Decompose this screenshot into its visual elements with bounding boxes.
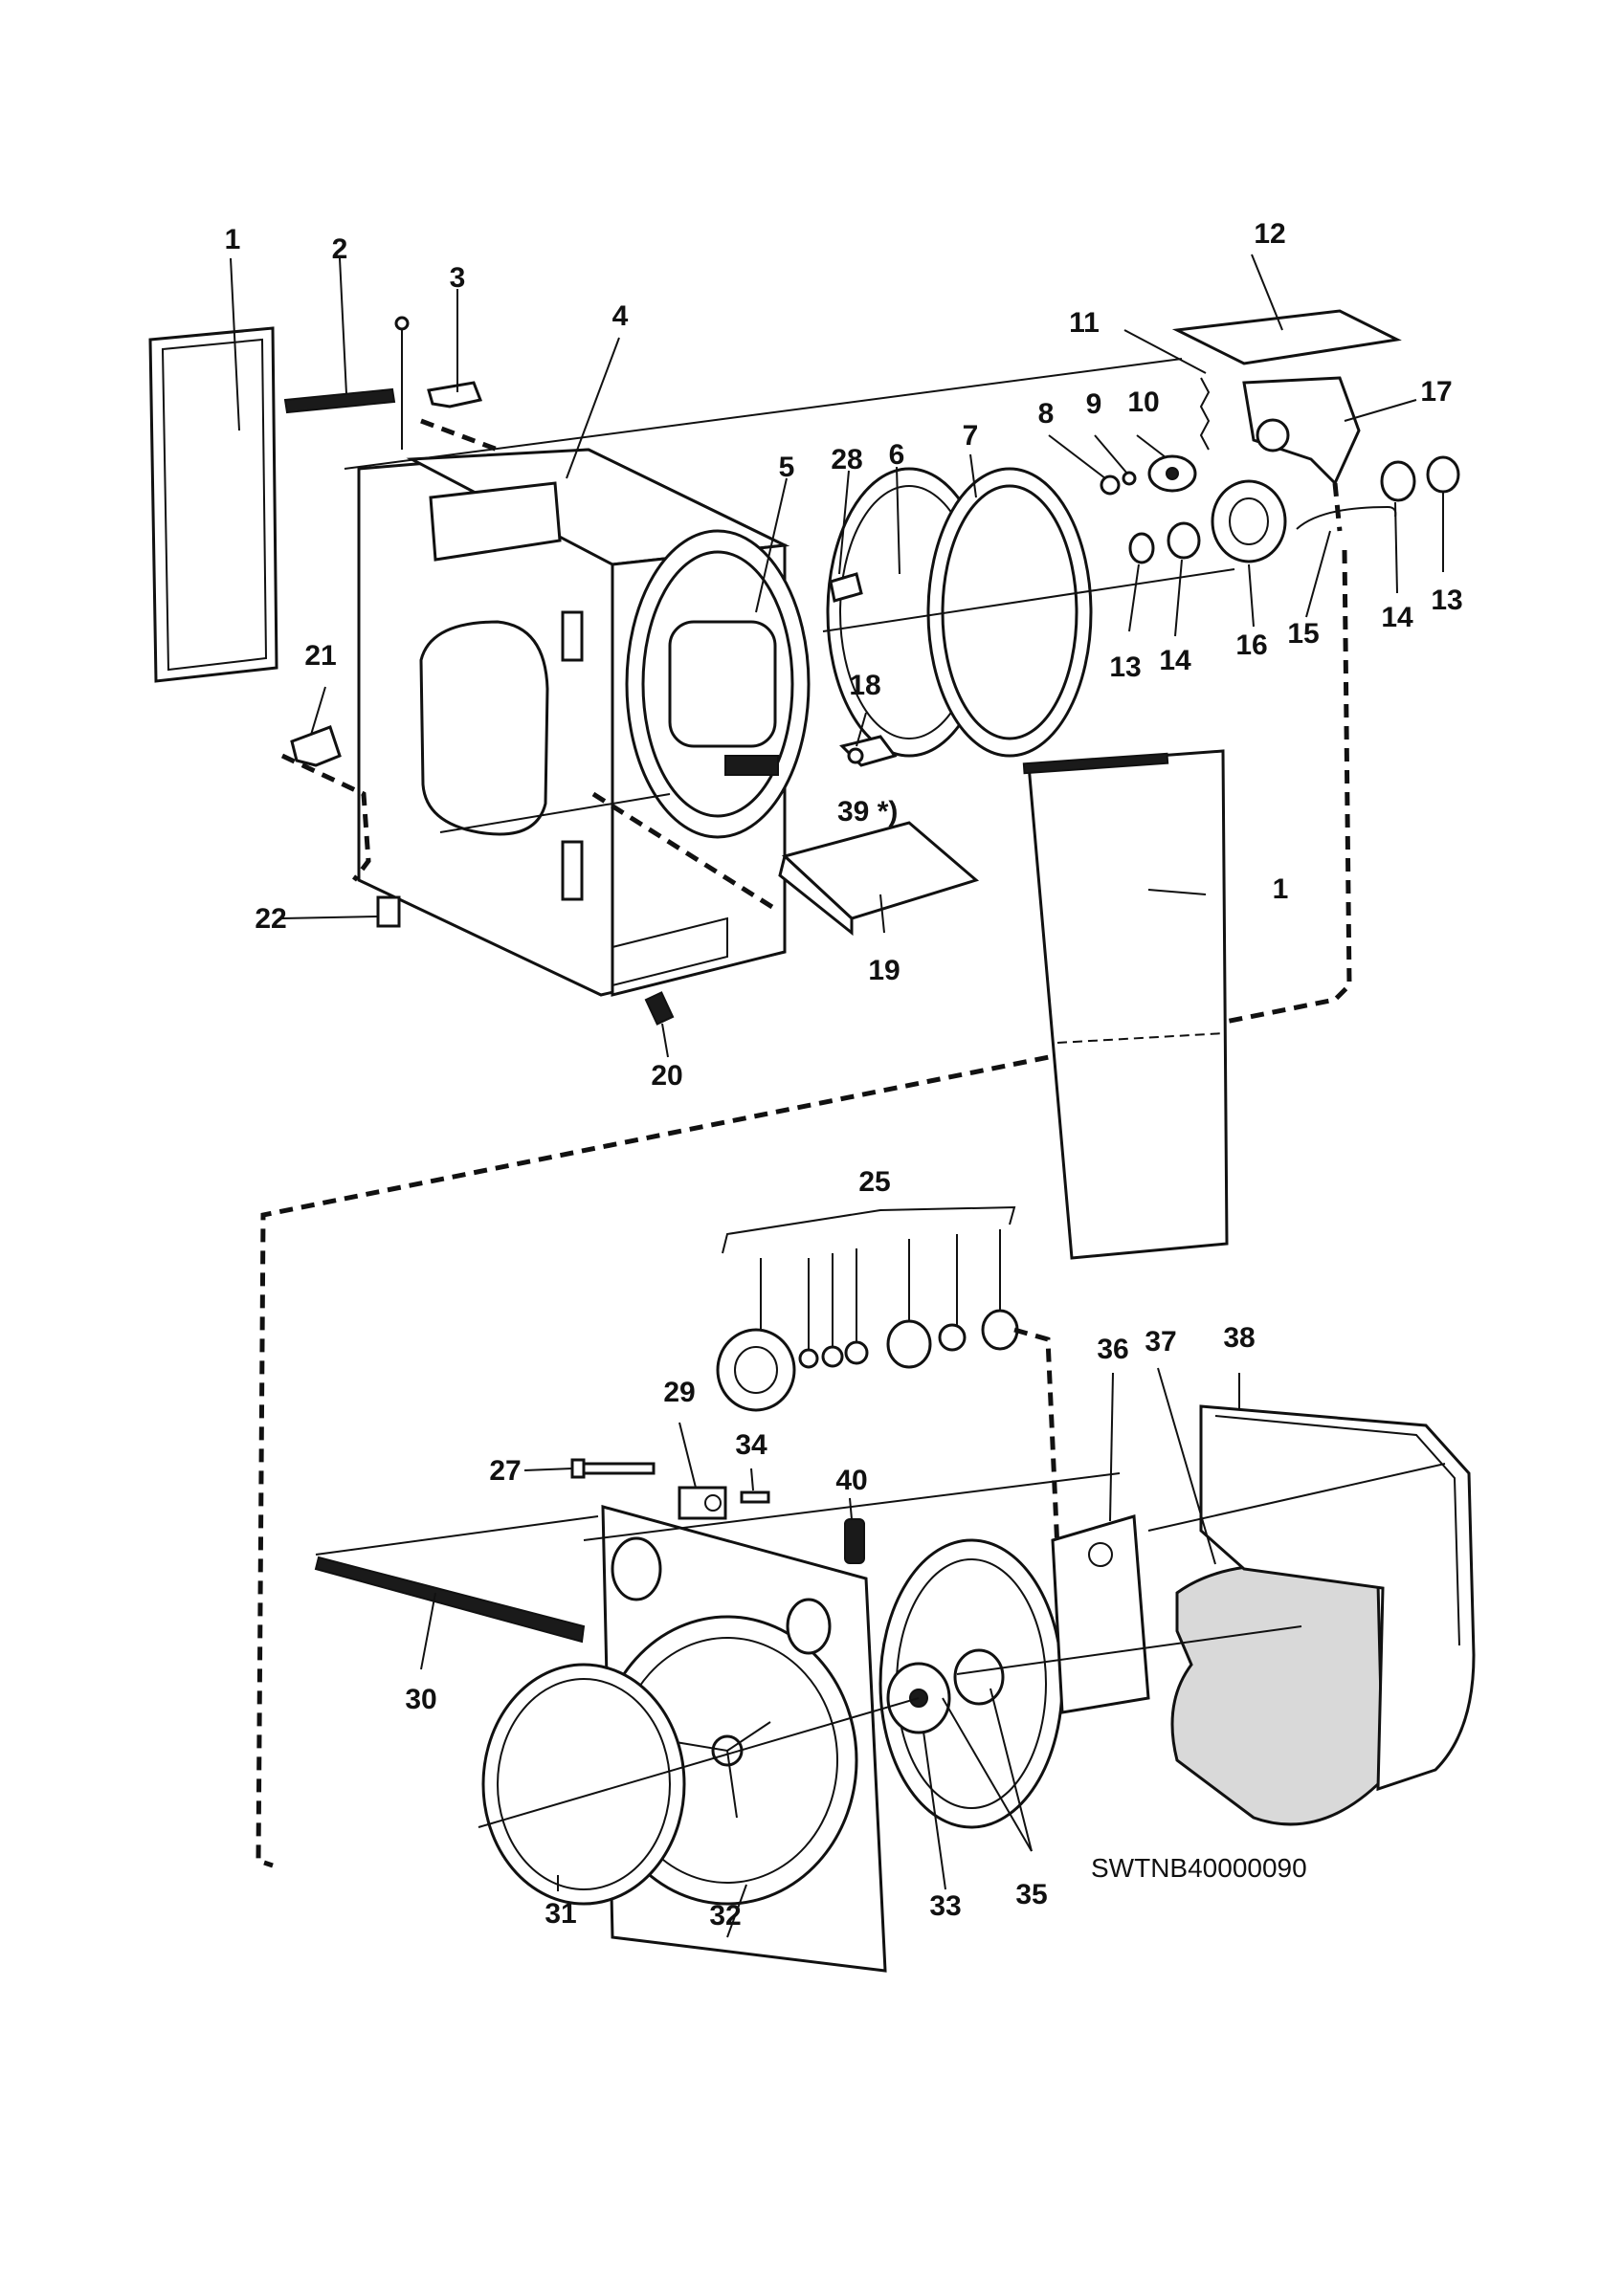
callout-18: 18	[849, 670, 880, 701]
callout-39: 39 *)	[837, 796, 898, 828]
part-washer-9	[1122, 471, 1137, 486]
callout-17: 17	[1420, 376, 1452, 408]
part-hinge-plate	[290, 725, 342, 767]
callout-28: 28	[831, 444, 862, 475]
part-top-plate-12	[1171, 309, 1402, 365]
part-bolt-27	[570, 1458, 656, 1479]
callout-33: 33	[929, 1890, 961, 1922]
callout-25: 25	[858, 1166, 890, 1198]
part-front-ring	[926, 467, 1093, 758]
leader-lines	[230, 254, 1444, 1938]
callout-21: 21	[304, 640, 336, 672]
callout-13-left: 13	[1109, 651, 1141, 683]
part-bearing-13a	[1426, 455, 1460, 494]
callout-27: 27	[489, 1455, 521, 1487]
dashed-guide-bracket	[1332, 482, 1343, 532]
part-side-panel-right	[1022, 749, 1229, 1260]
part-hub-16	[1211, 479, 1287, 563]
callout-10: 10	[1127, 386, 1159, 418]
part-spring-11	[1199, 377, 1211, 451]
part-foot	[376, 895, 401, 928]
part-screw-top	[394, 316, 410, 450]
callout-38: 38	[1223, 1322, 1255, 1354]
part-bracket-36	[1051, 1514, 1150, 1714]
callout-5: 5	[779, 452, 795, 483]
dashed-guide-3	[420, 418, 499, 453]
part-strip-30	[314, 1556, 586, 1644]
callout-16: 16	[1235, 629, 1267, 661]
callout-29: 29	[663, 1377, 695, 1408]
callout-32: 32	[709, 1900, 741, 1932]
dashed-assembly-guide	[256, 549, 1352, 1868]
part-cover-37	[1170, 1563, 1385, 1826]
dashed-guide-fan	[1013, 1327, 1060, 1551]
callout-11: 11	[1069, 307, 1100, 339]
callout-30: 30	[405, 1684, 436, 1715]
callout-labels: 1 2 3 4 5 28 6 7 8 9 10 11 12 17 13 14 1…	[225, 218, 1463, 1932]
part-bearing-13b	[1128, 532, 1155, 564]
callout-12: 12	[1254, 218, 1285, 250]
part-rod	[283, 387, 396, 414]
callout-40: 40	[835, 1465, 867, 1496]
part-tray	[778, 821, 980, 937]
dashed-guide-21	[280, 753, 371, 882]
callout-15: 15	[1287, 618, 1319, 650]
callout-13-right: 13	[1431, 585, 1462, 616]
part-clip	[427, 381, 483, 408]
dashed-guide-19	[591, 791, 777, 912]
callout-19: 19	[868, 955, 900, 986]
callout-1-left: 1	[225, 224, 241, 255]
callout-3: 3	[450, 262, 466, 294]
callout-9: 9	[1086, 388, 1102, 420]
callout-2: 2	[332, 233, 348, 265]
part-side-panel-left	[148, 326, 278, 683]
callout-14-right: 14	[1381, 602, 1413, 633]
part-nut-8	[1100, 475, 1121, 496]
callout-35: 35	[1015, 1879, 1047, 1910]
callout-20: 20	[651, 1060, 682, 1092]
part-back-panel	[596, 1505, 887, 1973]
part-front-frame	[625, 529, 811, 839]
callout-36: 36	[1097, 1334, 1128, 1365]
part-bracket-17	[1242, 376, 1361, 486]
part-block-29	[678, 1486, 727, 1520]
part-screw-34	[740, 1490, 770, 1504]
part-cover-38	[1199, 1404, 1476, 1792]
part-plug-40	[844, 1518, 865, 1564]
part-screw-39	[847, 747, 864, 764]
part-rod-15	[1296, 505, 1397, 530]
callout-7: 7	[963, 420, 979, 452]
part-foot-cap	[644, 991, 675, 1026]
callout-22: 22	[255, 903, 286, 935]
callout-37: 37	[1145, 1326, 1176, 1358]
callout-1-right: 1	[1273, 873, 1289, 905]
diagram-code: SWTNB40000090	[1091, 1853, 1307, 1883]
callout-4: 4	[612, 300, 629, 332]
part-bearing-14b	[1167, 521, 1201, 560]
part-pulley-10	[1147, 454, 1197, 493]
assembly-lines-upper	[344, 358, 1235, 833]
callout-6: 6	[889, 439, 905, 471]
part-heater-housing	[878, 1538, 1064, 1829]
callout-31: 31	[545, 1898, 576, 1930]
callout-8: 8	[1038, 398, 1055, 430]
assembly-lines-lower	[315, 1463, 1446, 1828]
part-gasket-ring	[481, 1663, 686, 1906]
callout-14-left: 14	[1159, 645, 1191, 676]
part-cabinet	[357, 448, 790, 997]
callout-34: 34	[735, 1429, 767, 1461]
part-fan-assembly	[716, 1205, 1019, 1412]
part-bearing-14a	[1380, 460, 1416, 502]
